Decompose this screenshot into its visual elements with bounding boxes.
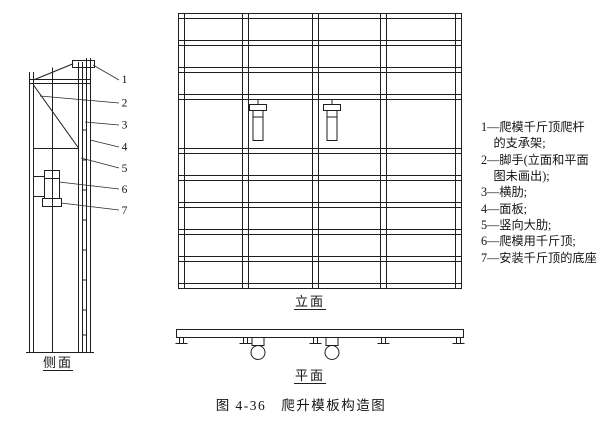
legend: 1—爬模千斤顶爬杆 的支承架; 2—脚手(立面和平面 图未画出); 3—横肋; … — [481, 120, 597, 265]
callout-number-4: 4 — [122, 142, 128, 154]
plan-view-label: 平面 — [295, 368, 325, 383]
callout-numbers: 1 2 3 4 5 6 7 — [122, 74, 128, 217]
plan-drawing — [175, 329, 465, 360]
side-support-frame-chord — [29, 72, 34, 352]
elevation-horizontal-ribs — [178, 13, 462, 289]
legend-line-2: 2—脚手(立面和平面 — [481, 152, 589, 167]
legend-line-6: 6—爬模用千斤顶; — [481, 234, 576, 248]
elevation-view-label: 立面 — [295, 294, 325, 309]
elevation-vertical-ribs — [178, 13, 462, 289]
plan-panel-band — [176, 329, 464, 338]
side-vertical-rib-lines — [78, 62, 83, 352]
side-view-drawing — [26, 58, 95, 353]
side-braces — [33, 84, 79, 149]
side-panel-lines — [86, 58, 91, 352]
callout-number-2: 2 — [122, 98, 128, 110]
elevation-drawing — [178, 13, 462, 289]
plan-jack-a — [250, 337, 266, 360]
figure-caption: 图 4-36 爬升模板构造图 — [216, 398, 387, 413]
legend-line-4: 4—面板; — [481, 202, 527, 216]
side-horizontal-rib-ticks — [82, 99, 87, 336]
side-top-bracket — [33, 60, 95, 81]
legend-line-1: 1—爬模千斤顶爬杆 — [481, 120, 585, 134]
callout-number-3: 3 — [122, 120, 128, 132]
side-view-label: 侧面 — [43, 355, 73, 370]
plan-jack-b — [324, 337, 340, 360]
callout-number-1: 1 — [122, 74, 128, 86]
legend-line-3: 3—横肋; — [481, 184, 527, 199]
callout-number-6: 6 — [122, 184, 128, 196]
side-top-chord — [29, 79, 91, 84]
legend-line-5: 5—竖向大肋; — [481, 217, 551, 232]
plan-vertical-rib-sections — [175, 337, 465, 344]
callout-leader-lines — [39, 64, 120, 211]
elevation-jack-a — [249, 99, 267, 141]
side-jack — [33, 170, 60, 199]
legend-line-7: 7—安装千斤顶的底座 — [481, 250, 597, 265]
legend-line-1b: 的支承架; — [494, 135, 546, 150]
elevation-jack-b — [323, 99, 341, 141]
side-jack-base — [42, 198, 62, 207]
callout-number-5: 5 — [122, 163, 128, 175]
view-labels: 侧面 立面 平面 — [43, 294, 326, 384]
callout-number-7: 7 — [122, 205, 128, 217]
legend-line-2b: 图未画出); — [494, 169, 550, 183]
